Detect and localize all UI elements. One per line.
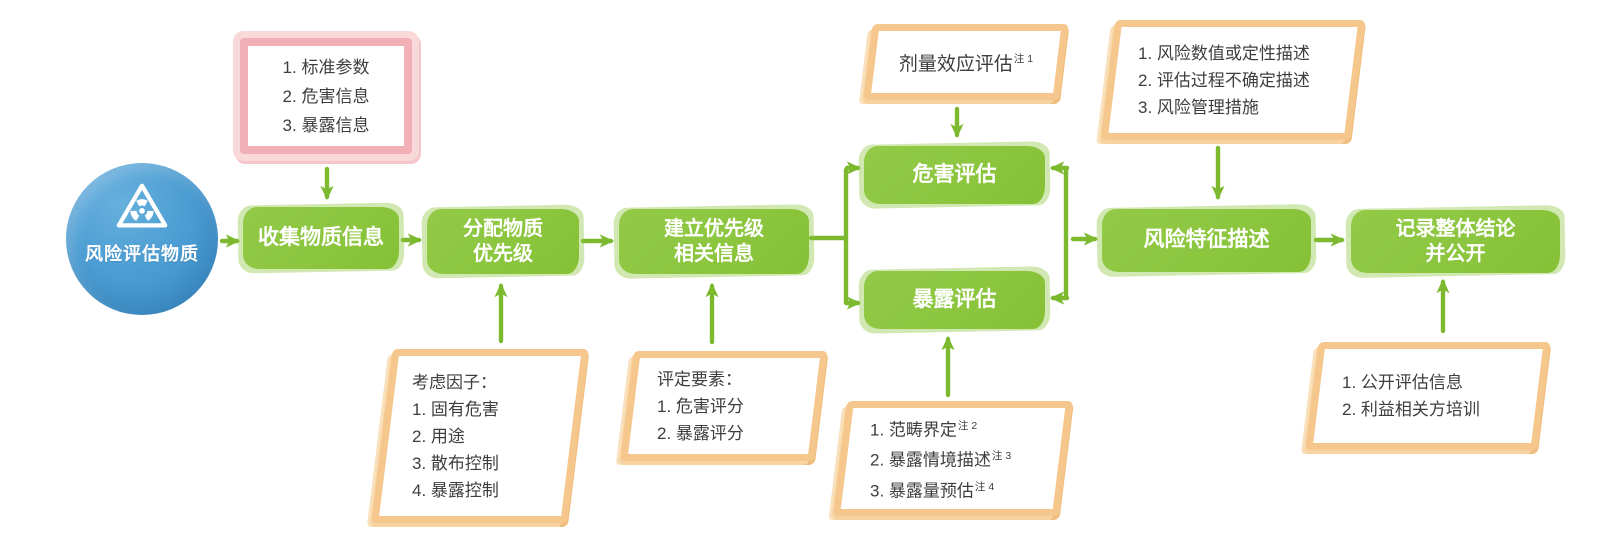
note-ref: 注 2: [957, 419, 978, 432]
para-exposure-inputs: 1. 范畴界定注 2 2. 暴露情境描述注 3 3. 暴露量预估注 4: [832, 401, 1074, 516]
factor-item: 1. 固有危害: [412, 399, 499, 419]
publish-item: 2. 利益相关方培训: [1342, 400, 1480, 419]
node-assign-priority: 分配物质 优先级: [427, 209, 579, 274]
para-dose-response: 剂量效应评估注 1: [863, 24, 1069, 100]
start-node: 风险评估物质: [66, 163, 218, 315]
risk-output-item: 1. 风险数值或定性描述: [1138, 43, 1310, 63]
para-consider-factors: 考虑因子： 1. 固有危害 2. 用途 3. 散布控制 4. 暴露控制: [371, 349, 589, 523]
node-risk-characterization: 风险特征描述: [1102, 209, 1311, 272]
exposure-input-item: 3. 暴露量预估注 4: [870, 480, 995, 501]
element-item: 1. 危害评分: [657, 396, 744, 416]
factor-item: 2. 用途: [412, 426, 465, 446]
element-item: 2. 暴露评分: [657, 423, 744, 443]
node-exposure-assessment: 暴露评估: [864, 271, 1045, 329]
para-rating-elements: 评定要素： 1. 危害评分 2. 暴露评分: [620, 351, 828, 461]
split-bracket-left: [808, 167, 849, 306]
note-ref: 注 1: [1013, 53, 1034, 66]
note-ref: 注 4: [974, 480, 995, 493]
para-risk-outputs: 1. 风险数值或定性描述 2. 评估过程不确定描述 3. 风险管理措施: [1100, 20, 1366, 140]
standards-box: 1. 标准参数 2. 危害信息 3. 暴露信息: [240, 38, 412, 154]
standards-item: 2. 危害信息: [282, 86, 370, 106]
exposure-input-item: 2. 暴露情境描述注 3: [870, 450, 1012, 470]
publish-item: 1. 公开评估信息: [1342, 373, 1463, 392]
radiation-triangle-icon: [116, 183, 168, 228]
node-record-conclusion: 记录整体结论 并公开: [1351, 210, 1560, 273]
start-label: 风险评估物质: [85, 244, 199, 264]
standards-item: 1. 标准参数: [282, 57, 370, 77]
exposure-input-item: 1. 范畴界定注 2: [870, 419, 978, 440]
risk-output-item: 2. 评估过程不确定描述: [1138, 70, 1310, 90]
factor-item: 4. 暴露控制: [412, 480, 499, 500]
note-ref: 注 3: [991, 450, 1012, 463]
standards-item: 3. 暴露信息: [282, 115, 370, 135]
node-collect-info: 收集物质信息: [243, 207, 399, 269]
dose-response-text: 剂量效应评估注 1: [898, 53, 1034, 75]
node-hazard-assessment: 危害评估: [864, 146, 1045, 204]
node-establish-priority-info: 建立优先级 相关信息: [619, 209, 809, 274]
factors-title: 考虑因子：: [412, 372, 497, 392]
para-publish: 1. 公开评估信息 2. 利益相关方培训: [1305, 342, 1551, 450]
elements-title: 评定要素：: [657, 369, 742, 389]
factor-item: 3. 散布控制: [412, 453, 499, 473]
risk-output-item: 3. 风险管理措施: [1138, 97, 1259, 117]
